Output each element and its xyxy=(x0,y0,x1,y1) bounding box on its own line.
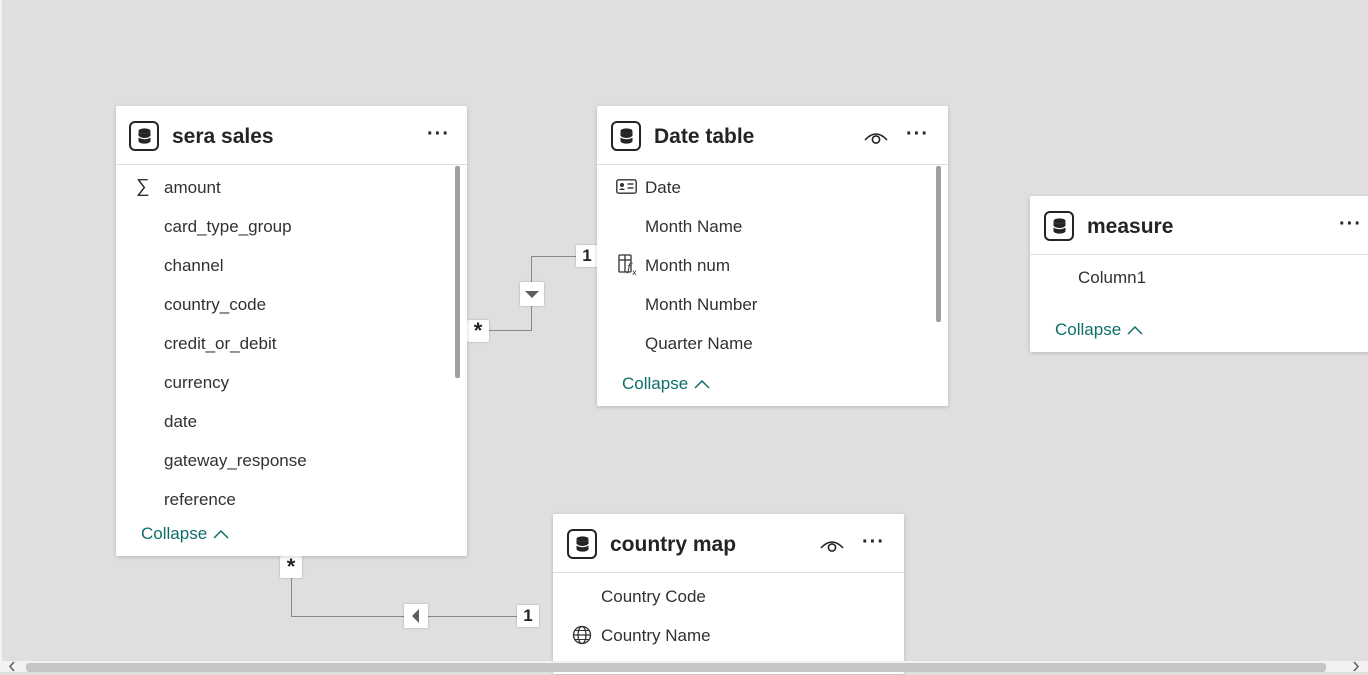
field-country-code[interactable]: Country Code xyxy=(601,587,706,606)
chevron-up-icon xyxy=(213,524,229,544)
field-column1[interactable]: Column1 xyxy=(1078,268,1147,287)
eye-icon[interactable] xyxy=(863,128,889,151)
table-card-sera-sales[interactable]: sera sales ··· ∑ amount card_type_group … xyxy=(116,106,467,556)
database-icon xyxy=(567,529,597,559)
table-card-header[interactable]: country map ··· xyxy=(553,514,904,573)
database-icon xyxy=(611,121,641,151)
more-options-icon[interactable]: ··· xyxy=(1339,213,1362,235)
canvas-left-edge xyxy=(0,0,2,672)
field-country-code[interactable]: country_code xyxy=(164,295,267,314)
id-card-icon xyxy=(616,179,637,199)
field-month-num[interactable]: Month num xyxy=(645,256,731,275)
collapse-label: Collapse xyxy=(622,374,689,393)
field-amount[interactable]: amount xyxy=(164,178,221,197)
field-credit-or-debit[interactable]: credit_or_debit xyxy=(164,334,277,353)
table-card-measure[interactable]: measure ··· Column1 Collapse xyxy=(1030,196,1368,352)
table-card-header[interactable]: Date table ··· xyxy=(597,106,948,165)
field-card-type-group[interactable]: card_type_group xyxy=(164,217,292,236)
field-channel[interactable]: channel xyxy=(164,256,224,275)
vertical-scrollbar[interactable] xyxy=(455,166,460,378)
horizontal-scrollbar-thumb[interactable] xyxy=(26,663,1326,672)
collapse-button[interactable]: Collapse xyxy=(141,524,229,544)
collapse-label: Collapse xyxy=(1055,320,1122,339)
svg-text:x: x xyxy=(632,268,637,276)
chevron-up-icon xyxy=(1127,320,1143,340)
filter-direction-arrow xyxy=(404,604,428,628)
table-title: measure xyxy=(1087,215,1174,238)
field-month-number[interactable]: Month Number xyxy=(645,295,758,314)
svg-text:f: f xyxy=(626,261,633,274)
filter-direction-arrow xyxy=(520,282,544,306)
database-icon xyxy=(129,121,159,151)
sigma-icon: ∑ xyxy=(136,176,150,197)
field-currency[interactable]: currency xyxy=(164,373,230,392)
field-month-name[interactable]: Month Name xyxy=(645,217,743,236)
field-country-name[interactable]: Country Name xyxy=(601,626,711,645)
table-card-country-map[interactable]: country map ··· Country Code Country Nam… xyxy=(553,514,904,674)
more-options-icon[interactable]: ··· xyxy=(906,123,929,145)
table-card-header[interactable]: measure ··· xyxy=(1030,196,1368,255)
field-reference[interactable]: reference xyxy=(164,490,236,509)
vertical-scrollbar[interactable] xyxy=(936,166,941,322)
field-date[interactable]: Date xyxy=(645,178,681,197)
database-icon xyxy=(1044,211,1074,241)
cardinality-many-badge: * xyxy=(280,556,302,578)
more-options-icon[interactable]: ··· xyxy=(862,531,885,553)
field-quarter-name[interactable]: Quarter Name xyxy=(645,334,753,353)
eye-icon[interactable] xyxy=(819,536,845,559)
more-options-icon[interactable]: ··· xyxy=(427,123,450,145)
cardinality-one-badge: 1 xyxy=(576,245,598,267)
cardinality-many-badge: * xyxy=(467,320,489,342)
table-title: sera sales xyxy=(172,125,274,148)
field-gateway-response[interactable]: gateway_response xyxy=(164,451,307,470)
collapse-button[interactable]: Collapse xyxy=(1055,320,1143,340)
scroll-right-icon[interactable] xyxy=(1352,661,1360,675)
collapse-label: Collapse xyxy=(141,524,208,543)
globe-icon xyxy=(572,625,592,650)
table-card-header[interactable]: sera sales ··· xyxy=(116,106,467,165)
collapse-button[interactable]: Collapse xyxy=(622,374,710,394)
scroll-left-icon[interactable] xyxy=(8,661,16,675)
cardinality-one-badge: 1 xyxy=(517,605,539,627)
field-date[interactable]: date xyxy=(164,412,198,431)
table-title: Date table xyxy=(654,125,755,148)
table-title: country map xyxy=(610,533,737,556)
chevron-up-icon xyxy=(694,374,710,394)
